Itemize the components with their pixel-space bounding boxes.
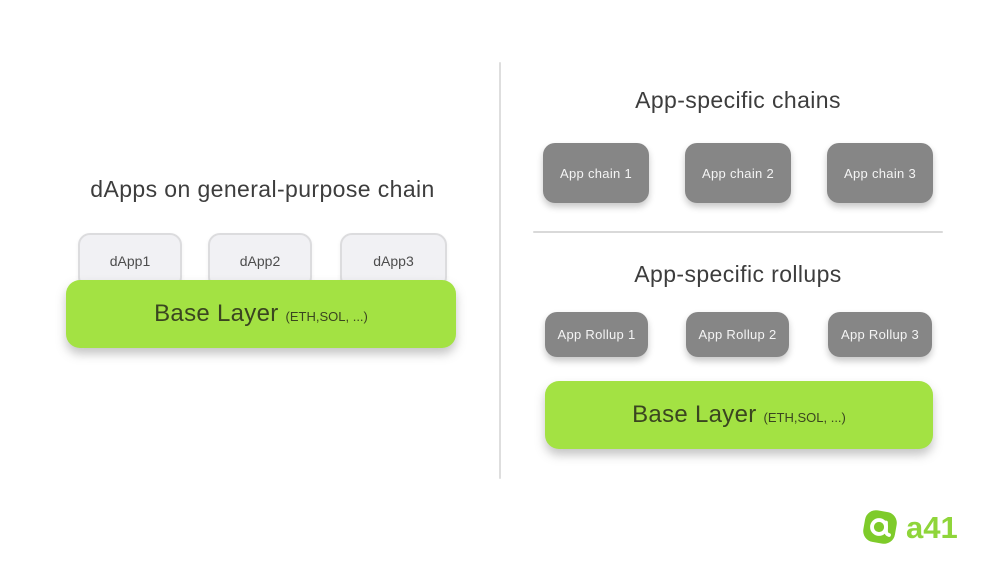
rollups-section-title: App-specific rollups [634, 261, 842, 287]
left-section-title: dApps on general-purpose chain [90, 176, 435, 202]
a41-logo: a41 [860, 507, 958, 547]
app-chain-box-2-label: App chain 2 [702, 165, 774, 181]
app-chain-box-3-label: App chain 3 [844, 165, 916, 181]
base-layer-left-text: Base Layer (ETH,SOL, ...) [154, 300, 368, 328]
app-rollup-box-2-label: App Rollup 2 [698, 327, 777, 342]
horizontal-divider [533, 231, 943, 233]
app-rollup-box-2: App Rollup 2 [686, 312, 789, 357]
a41-logo-text: a41 [906, 509, 958, 545]
base-layer-right-label: Base Layer [632, 401, 757, 428]
dapp-box-3: dApp3 [340, 233, 447, 289]
a41-logo-icon [860, 507, 900, 547]
app-chain-box-2: App chain 2 [685, 143, 791, 203]
base-layer-right-text: Base Layer (ETH,SOL, ...) [632, 401, 846, 429]
app-rollup-box-3: App Rollup 3 [828, 312, 932, 357]
dapp-box-3-label: dApp3 [373, 253, 414, 269]
dapp-box-1-label: dApp1 [109, 253, 151, 269]
app-rollup-box-1: App Rollup 1 [545, 312, 648, 357]
app-rollup-box-3-label: App Rollup 3 [840, 327, 920, 342]
base-layer-left-note: (ETH,SOL, ...) [285, 309, 368, 324]
app-chain-box-1-label: App chain 1 [560, 165, 632, 181]
vertical-divider [499, 62, 501, 479]
dapp-box-2-label: dApp2 [239, 253, 281, 269]
app-chain-box-1: App chain 1 [543, 143, 649, 203]
app-chain-box-3: App chain 3 [827, 143, 933, 203]
chains-section-title: App-specific chains [635, 87, 841, 113]
dapp-box-1: dApp1 [78, 233, 182, 289]
base-layer-left-label: Base Layer [154, 300, 279, 327]
app-rollup-box-1-label: App Rollup 1 [557, 327, 636, 342]
base-layer-right-note: (ETH,SOL, ...) [763, 410, 846, 425]
base-layer-box-left: Base Layer (ETH,SOL, ...) [66, 280, 456, 348]
base-layer-box-right: Base Layer (ETH,SOL, ...) [545, 381, 933, 449]
